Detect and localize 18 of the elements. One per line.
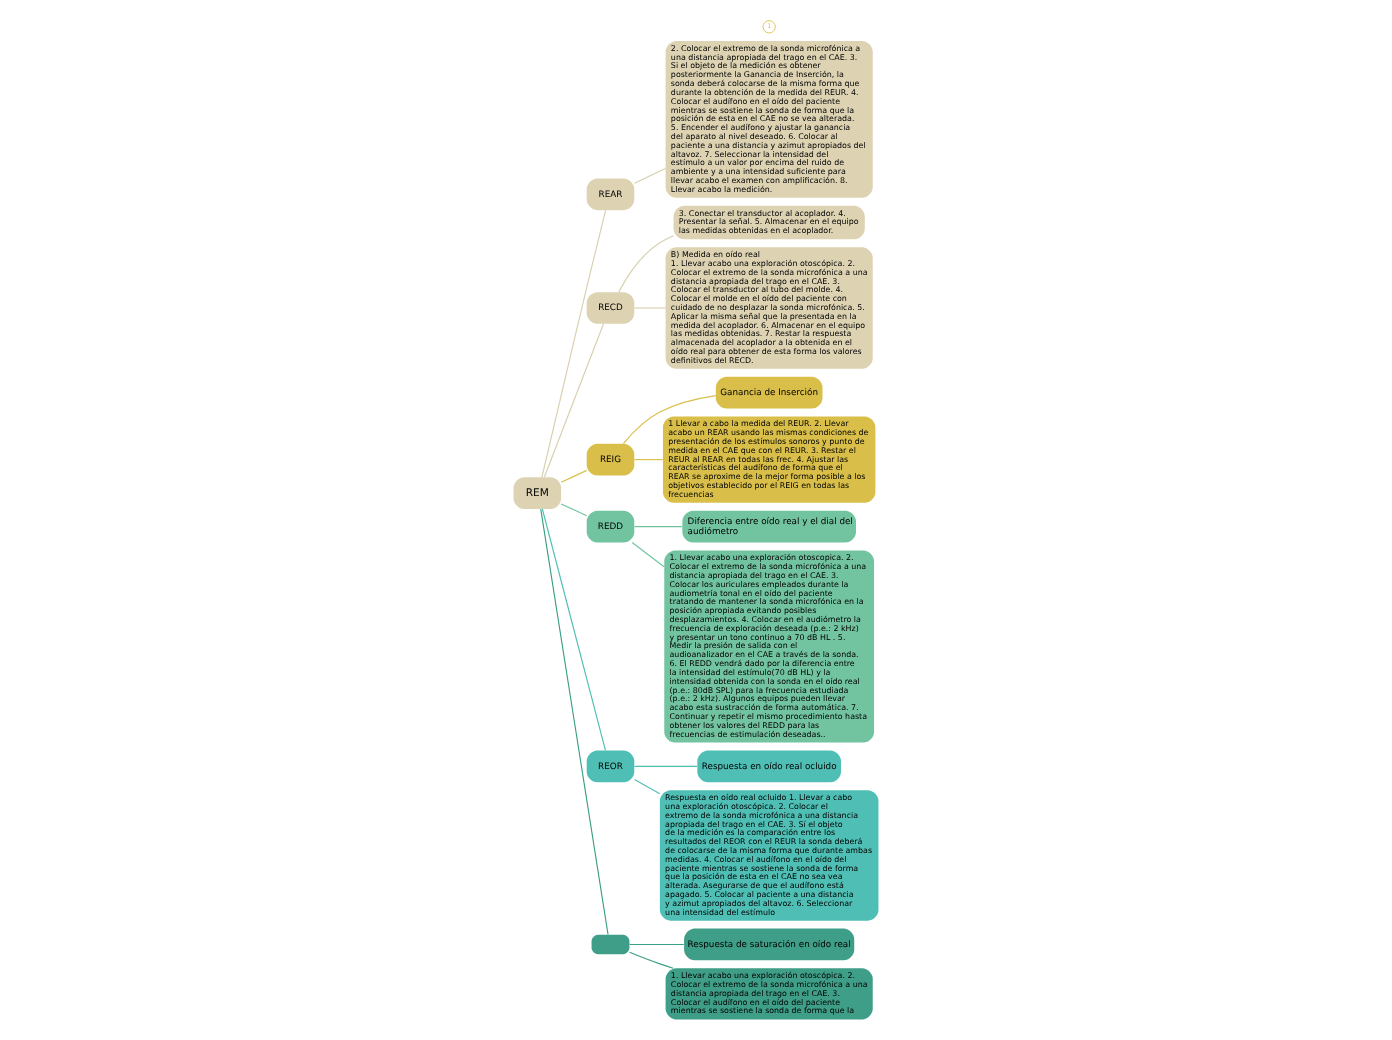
- connector: [633, 167, 666, 184]
- connector: [633, 307, 666, 309]
- connector: [631, 541, 665, 568]
- connector: [618, 235, 675, 293]
- connector: [541, 209, 607, 478]
- connector: [629, 951, 674, 969]
- connector: [633, 778, 661, 795]
- connector: [543, 323, 605, 478]
- connector: [541, 508, 607, 752]
- connector: [633, 765, 698, 767]
- connector: [633, 526, 683, 528]
- connector: [560, 469, 588, 483]
- node-box: [591, 934, 630, 955]
- connector: [540, 508, 609, 936]
- connector: [633, 459, 664, 461]
- connector: [629, 943, 685, 946]
- connector: [622, 395, 717, 445]
- connector: [560, 503, 588, 517]
